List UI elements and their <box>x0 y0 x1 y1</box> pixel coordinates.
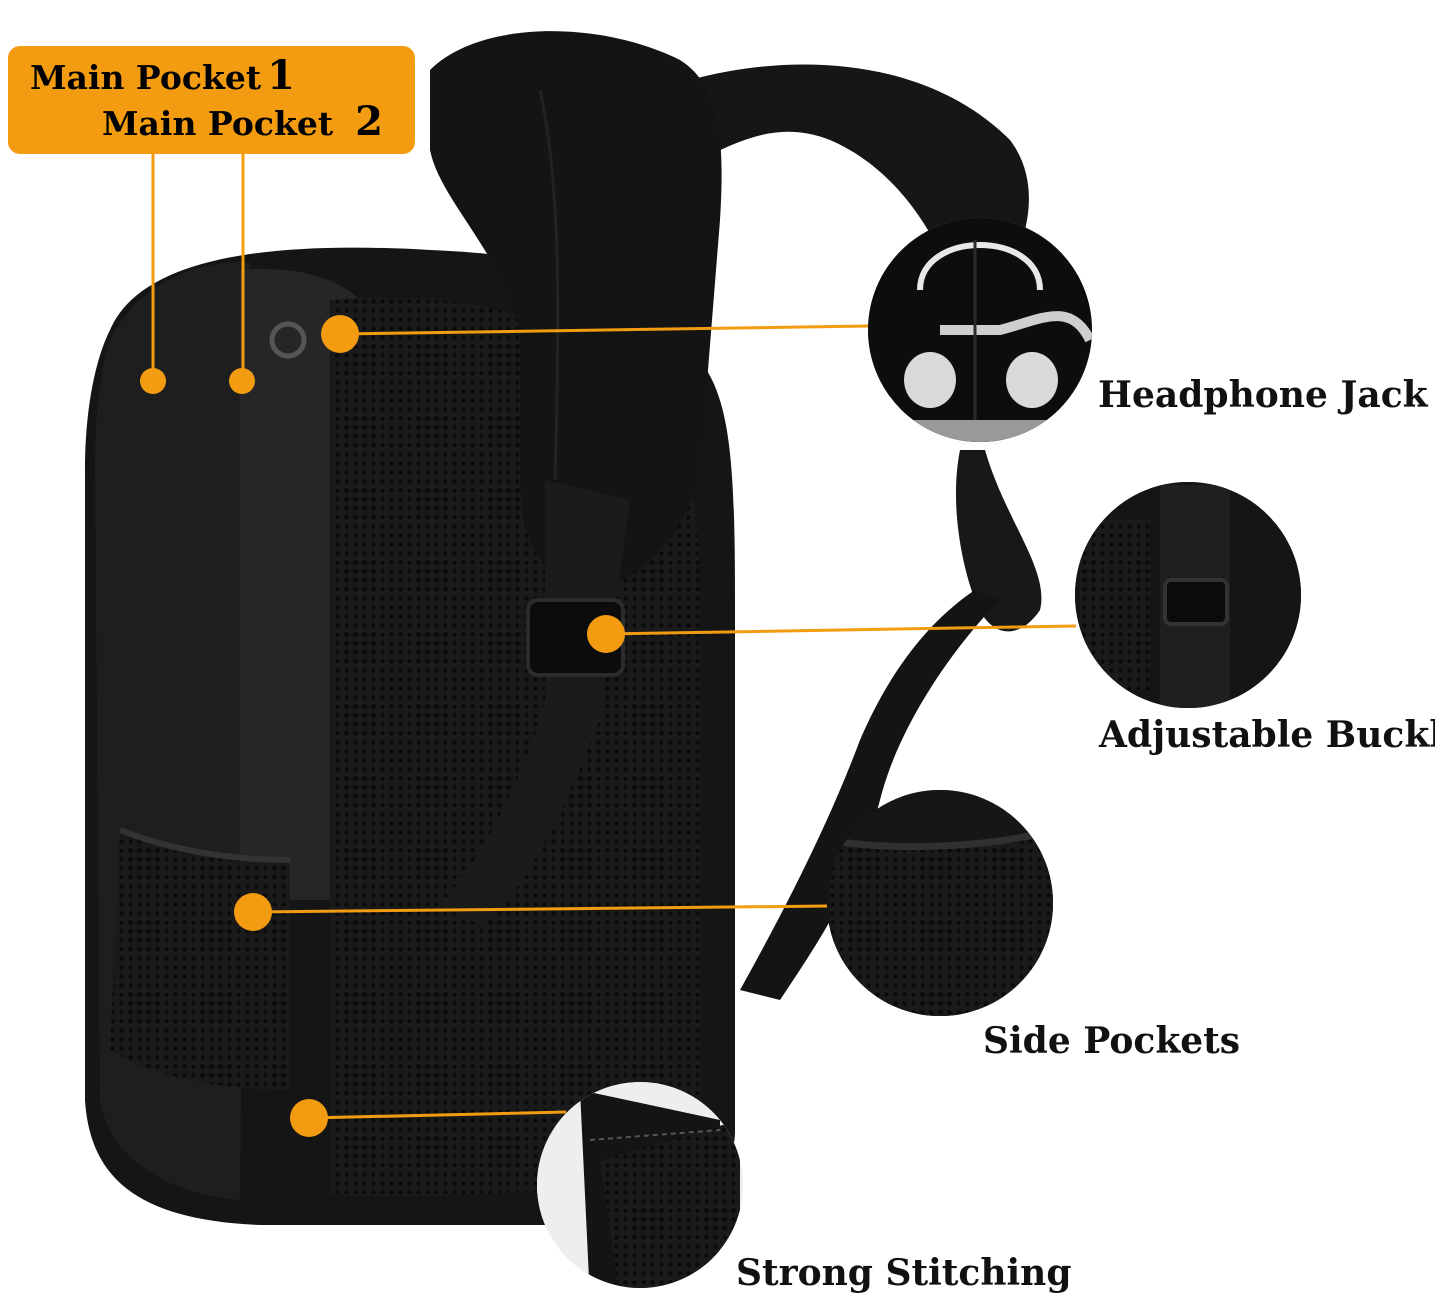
rear-webbing <box>740 590 1000 1000</box>
adjustable-buckle-label: Adjustable Buckle <box>1099 714 1435 756</box>
callout-lines <box>151 154 1077 1120</box>
callout-dot-strong-stitching <box>290 1099 328 1137</box>
main-pocket-1-number: 1 <box>267 52 295 99</box>
callout-dots <box>140 315 625 1137</box>
front-strap <box>430 31 722 586</box>
strong-stitching-label: Strong Stitching <box>736 1252 1072 1294</box>
zoom-strong-stitching <box>537 1082 743 1288</box>
callout-dot-headphone-jack <box>321 315 359 353</box>
side-pockets-label: Side Pockets <box>983 1020 1241 1062</box>
callout-dot-adjustable-buckle <box>587 615 625 653</box>
zoom-headphone-jack <box>868 218 1092 442</box>
callout-dot-side-pockets <box>234 893 272 931</box>
side-mesh-pocket <box>110 830 290 1090</box>
side-pocket-rim <box>118 827 291 863</box>
headphone-jack-label: Headphone Jack <box>1098 374 1428 416</box>
callout-dot-main-pocket-2 <box>229 368 255 394</box>
main-pocket-1-text: Main Pocket <box>30 58 262 97</box>
strap-webbing <box>440 480 630 925</box>
main-pocket-2-label: Main Pocket 2 <box>102 98 383 145</box>
zoom-adjustable-buckle <box>1075 482 1301 708</box>
main-pocket-2-number: 2 <box>355 98 383 145</box>
zoom-side-pockets <box>827 790 1053 1016</box>
front-strap-edge <box>538 89 560 481</box>
callout-dot-main-pocket-1 <box>140 368 166 394</box>
rear-strap-lower <box>955 450 1042 632</box>
headphone-port <box>269 321 307 359</box>
main-pocket-2-text: Main Pocket <box>102 104 334 143</box>
